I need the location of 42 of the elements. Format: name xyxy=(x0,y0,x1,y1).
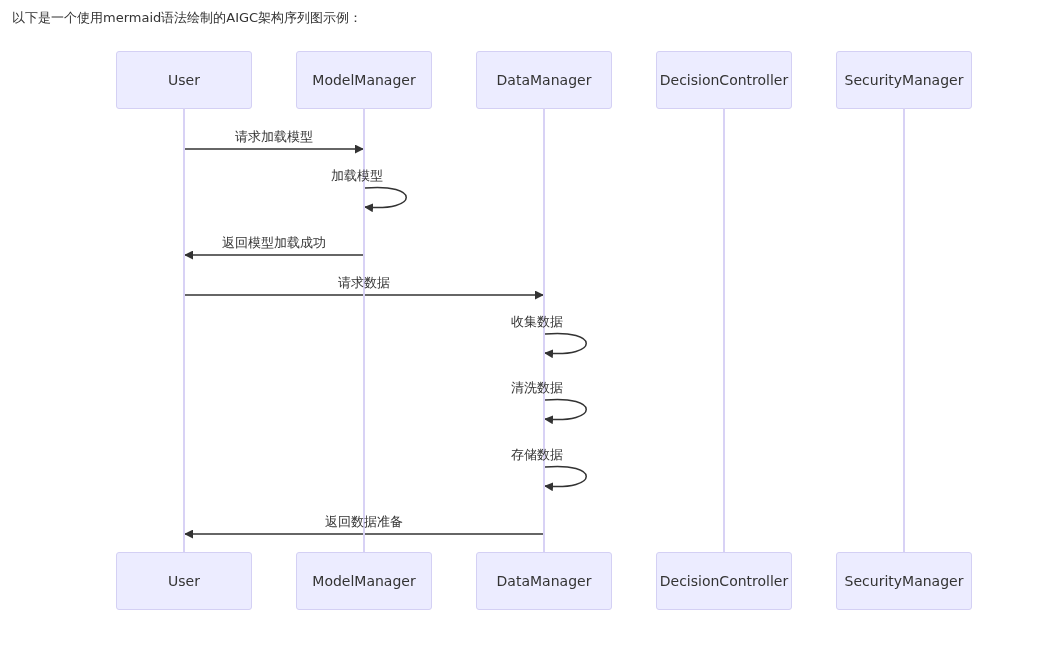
message-label: 收集数据 xyxy=(511,313,563,331)
message-label: 返回数据准备 xyxy=(325,513,403,531)
message-label: 请求数据 xyxy=(338,274,390,292)
participant-box xyxy=(836,552,972,610)
lifeline xyxy=(903,108,905,552)
message-label: 请求加载模型 xyxy=(235,128,313,146)
participant-box xyxy=(656,552,792,610)
participant-name: DataManager xyxy=(496,72,592,88)
participant-box xyxy=(476,552,612,610)
lifeline xyxy=(723,108,725,552)
lifeline xyxy=(543,108,545,552)
message-arrow xyxy=(364,186,407,212)
message-arrow xyxy=(184,250,364,260)
lifeline xyxy=(183,108,185,552)
participant-name: ModelManager xyxy=(312,72,416,88)
message-arrow xyxy=(184,144,364,154)
message-arrow xyxy=(544,465,587,491)
participant-name: User xyxy=(168,573,200,589)
participant-box xyxy=(476,51,612,109)
message-label: 存储数据 xyxy=(511,446,563,464)
participant-box xyxy=(116,552,252,610)
message-label: 加载模型 xyxy=(331,167,383,185)
message-arrow xyxy=(184,290,544,300)
participant-name: DataManager xyxy=(496,573,592,589)
participant-box xyxy=(836,51,972,109)
participant-box xyxy=(116,51,252,109)
message-arrow xyxy=(544,398,587,424)
participant-box xyxy=(296,552,432,610)
participant-name: SecurityManager xyxy=(844,72,964,88)
participant-box xyxy=(656,51,792,109)
participant-name: ModelManager xyxy=(312,573,416,589)
message-arrow xyxy=(184,529,544,539)
lifeline xyxy=(363,108,365,552)
message-label: 返回模型加载成功 xyxy=(222,234,326,252)
message-arrow xyxy=(544,332,587,358)
participant-name: SecurityManager xyxy=(844,573,964,589)
participant-name: User xyxy=(168,72,200,88)
message-label: 清洗数据 xyxy=(511,379,563,397)
participant-name: DecisionController xyxy=(659,72,789,88)
participant-box xyxy=(296,51,432,109)
participant-name: DecisionController xyxy=(659,573,789,589)
heading: 以下是一个使用mermaid语法绘制的AIGC架构序列图示例： xyxy=(12,9,363,27)
